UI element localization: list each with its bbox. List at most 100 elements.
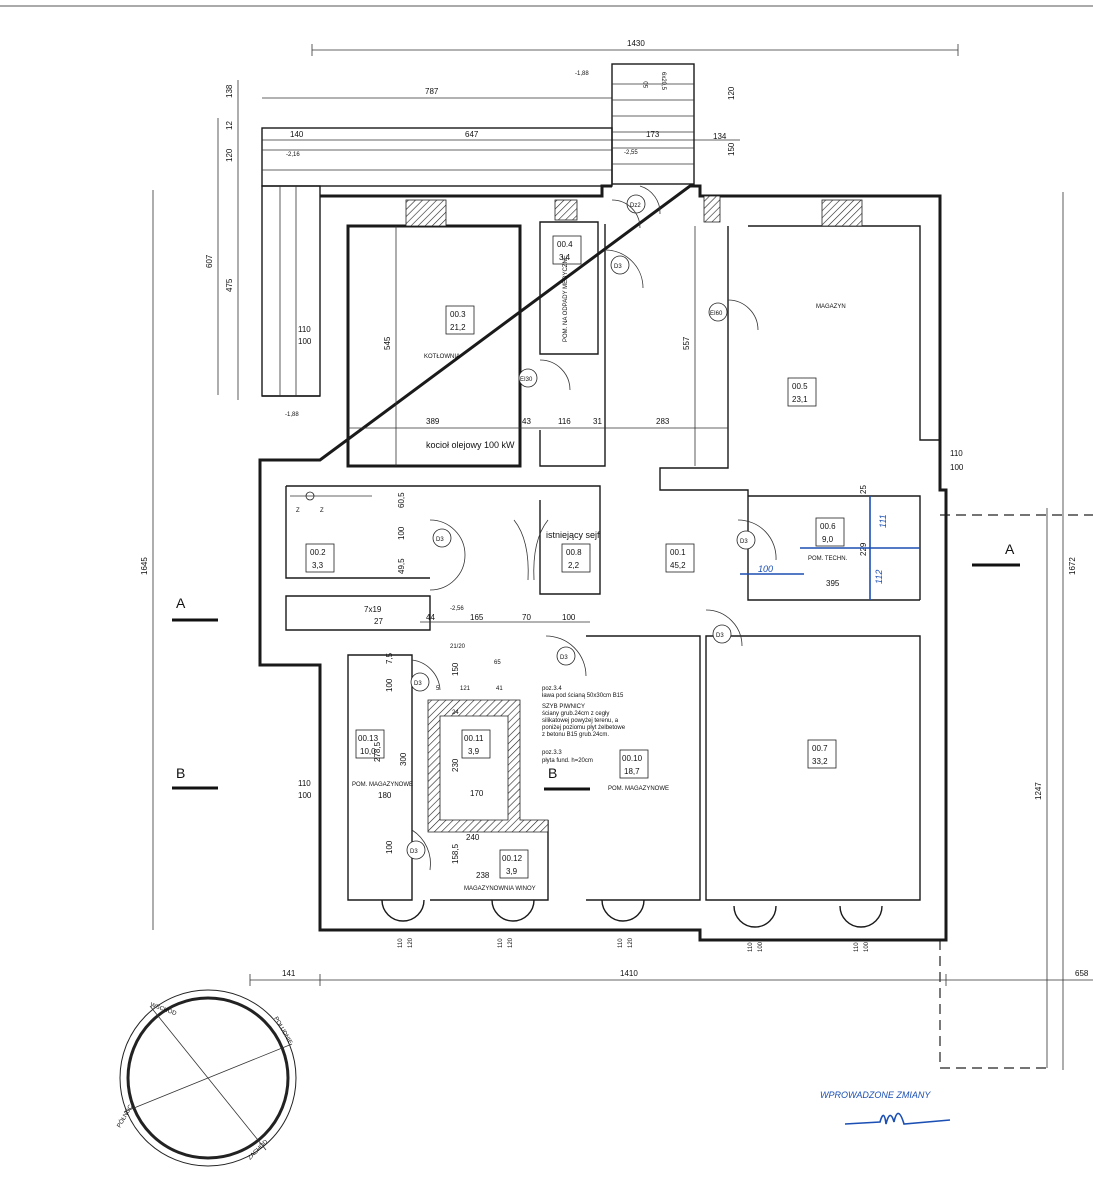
bottom-dimensions: 141 1410 658 [249,969,1093,986]
room-00-12: 00.12 3,9 MAGAZYNOWNIA WINOY [464,849,536,892]
room-area: 18,7 [624,767,640,776]
room-area: 3,3 [312,561,324,570]
room-00-11: 00.11 3,9 [461,729,491,759]
stair-label: 6x20,5 [660,72,666,91]
dim-110-a: 110 [298,325,311,334]
dim-1247: 1247 [1034,782,1043,800]
compass-south: POŁUDNIE [272,1016,293,1046]
dim-100-a: 100 [298,337,312,346]
room-00-6: 00.6 9,0 POM. TECHN. [808,517,848,562]
dim-475: 475 [225,278,234,292]
dim-238: 238 [476,871,490,880]
dim-stair-50: 50 [644,81,650,88]
dim-1672: 1672 [1068,557,1077,575]
section-a-right: A [1005,541,1015,557]
dim-110-c: 110 [298,779,311,788]
room-name: MAGAZYN [816,304,846,310]
dim-100-g: 100 [385,840,394,854]
dim-240: 240 [466,833,480,842]
dim-41: 41 [496,686,503,692]
room-00-3: 00.3 21,2 KOTŁOWNIA [424,305,475,360]
dim-24: 24 [452,710,459,716]
note-safe: istniejący sejf [546,530,600,540]
level-1-88-left: -1,88 [285,412,299,418]
room-area: 2,2 [568,561,580,570]
room-00-2: 00.2 3,3 [305,543,335,573]
dim-300: 300 [399,752,408,766]
door-dz2: Dz2 [630,203,641,209]
dim-787: 787 [425,87,439,96]
door-d3-1: D3 [614,264,622,270]
blue-dim-111: 111 [878,514,888,528]
room-number: 00.2 [310,548,326,557]
note-z-2: Z [320,508,324,514]
dim-49-5: 49,5 [397,558,406,574]
note-poz33: poz.3.3 [542,750,562,756]
dim-158-5: 158,5 [451,843,460,864]
room-name: POM. TECHN. [808,556,848,562]
blue-signature [844,1112,951,1125]
level-2-16: -2,16 [286,152,300,158]
handwritten-annotations: 100 112 111 WPROWADZONE ZMIANY [740,496,951,1125]
dim-25: 25 [859,485,868,494]
win-dim: 120 [628,937,634,948]
dim-top-total: 1430 [627,39,645,48]
room-00-7: 00.7 33,2 [807,739,837,769]
dim-65: 65 [494,660,501,666]
room-00-4: 00.4 3,4 POM. NA ODPADY MEDYCZNE [552,235,582,342]
dim-100-c: 100 [397,526,406,540]
dim-658: 658 [1075,969,1089,978]
note-poz34: poz.3.4 [542,686,562,692]
win-dim: 100 [758,941,764,952]
dim-stair-150: 150 [727,142,736,156]
dim-647: 647 [465,130,479,139]
door-d3-6: D3 [414,681,422,687]
dim-230: 230 [451,758,460,772]
dim-116: 116 [558,417,571,426]
win-dim: 110 [854,942,860,952]
dim-60-5: 60,5 [397,492,406,508]
note-boiler: kocioł olejowy 100 kW [426,440,515,450]
dim-278-5: 278,5 [373,741,382,762]
room-00-5: 00.5 23,1 MAGAZYN [787,304,846,407]
blue-note-changes: WPROWADZONE ZMIANY [820,1090,931,1100]
top-dimensions: 1430 787 140 647 173 134 [262,39,959,141]
room-number: 00.12 [502,854,523,863]
section-marks: A A B B [172,541,1020,791]
dim-607: 607 [205,254,214,268]
dim-44: 44 [426,613,435,622]
win-dim: 110 [618,938,624,948]
dim-141: 141 [282,969,296,978]
room-number: 00.3 [450,310,466,319]
dim-150: 150 [451,662,460,676]
dim-121: 121 [460,686,471,692]
dim-110-b: 110 [950,449,963,458]
note-shaft-1: ściany grub.24cm z cegły [542,711,609,717]
dim-27: 27 [374,617,383,626]
win-dim: 120 [508,937,514,948]
door-d3-4: D3 [716,633,724,639]
win-dim: 110 [748,942,754,952]
room-name: POM. MAGAZYNOWE [608,786,669,792]
note-poz34-text: ława pod ścianą 50x30cm B15 [542,693,624,699]
dim-134: 134 [713,132,727,141]
dim-165: 165 [470,613,484,622]
chimneys [405,195,863,227]
door-d3-3: D3 [740,539,748,545]
dim-7-5: 7,5 [385,652,394,664]
room-00-8: 00.8 2,2 [561,543,591,573]
room-area: 3,9 [506,867,518,876]
level-2-56: -2,56 [450,606,464,612]
room-number: 00.5 [792,382,808,391]
room-00-13: 00.13 10,0 POM. MAGAZYNOWE [352,729,413,788]
win-dim: 100 [864,941,870,952]
room-number: 00.4 [557,240,573,249]
dim-180: 180 [378,791,392,800]
room-number: 00.8 [566,548,582,557]
dim-138: 138 [225,84,234,98]
dim-21-20: 21/20 [450,644,466,650]
dim-12: 12 [225,121,234,130]
dim-173: 173 [646,130,660,139]
dim-1645: 1645 [140,557,149,575]
